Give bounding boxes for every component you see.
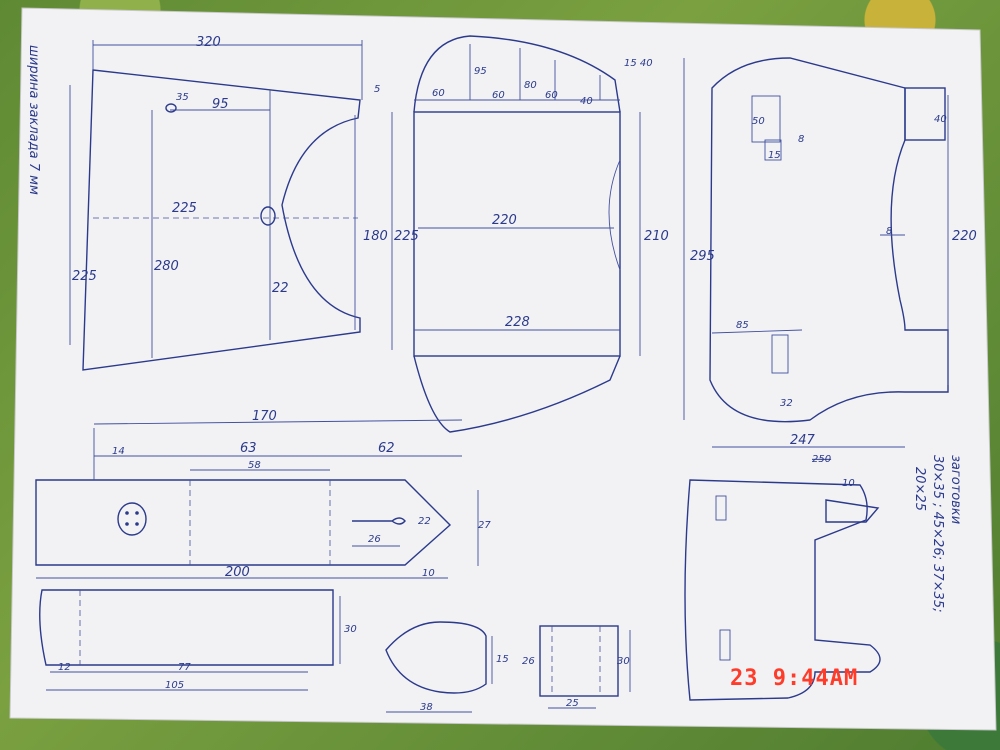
dim-26-b: 26 xyxy=(522,656,535,667)
dim-62: 62 xyxy=(378,441,395,456)
dim-170: 170 xyxy=(252,409,277,424)
pattern-piece-2: 60 95 60 80 60 40 15 40 220 228 210 225 xyxy=(391,35,669,433)
dim-60-c: 60 xyxy=(545,90,558,101)
dim-95: 95 xyxy=(212,97,229,112)
dim-40-b: 40 xyxy=(934,114,947,125)
dim-15-40: 15 40 xyxy=(624,58,653,69)
dim-200: 200 xyxy=(225,565,250,580)
dim-5: 5 xyxy=(374,84,380,95)
blanks-sizes: 30×35 ; 45×26; 37×35; xyxy=(930,455,945,612)
pattern-piece-3: 295 50 8 15 40 8 220 85 32 247 250 xyxy=(683,57,977,465)
dim-8-a: 8 xyxy=(798,134,804,145)
dim-22-b: 22 xyxy=(418,516,431,527)
dim-30-a: 30 xyxy=(344,624,357,635)
blanks-notes: заготовки 30×35 ; 45×26; 37×35; 20×25 xyxy=(912,455,963,612)
dim-30-b: 30 xyxy=(617,656,630,667)
dim-15: 15 xyxy=(768,150,781,161)
dim-60-b: 60 xyxy=(492,90,505,101)
dim-80: 80 xyxy=(524,80,537,91)
dim-22: 22 xyxy=(272,281,289,296)
dim-180: 180 xyxy=(363,229,388,244)
note-seam-allowance: ширина заклада 7 мм xyxy=(26,45,41,195)
pattern-piece-4: 170 14 63 62 58 22 26 27 200 10 xyxy=(35,409,491,580)
dim-15-b: 15 xyxy=(496,654,509,665)
dim-14: 14 xyxy=(112,446,125,457)
pattern-piece-6: 38 15 26 30 25 xyxy=(385,621,631,713)
dim-26: 26 xyxy=(368,534,381,545)
dim-77: 77 xyxy=(178,662,191,673)
dim-225: 225 xyxy=(172,201,197,216)
dim-27: 27 xyxy=(478,520,491,531)
dim-12: 12 xyxy=(58,662,71,673)
pattern-piece-1: 320 5 35 95 225 280 22 180 225 ширина за… xyxy=(26,35,388,371)
dim-220-b: 220 xyxy=(952,229,977,244)
dim-225-side: 225 xyxy=(72,269,97,284)
dim-320: 320 xyxy=(196,35,221,50)
dim-225-mid: 225 xyxy=(394,229,419,244)
dim-40: 40 xyxy=(580,96,593,107)
dim-63: 63 xyxy=(240,441,257,456)
pattern-piece-7: 10 xyxy=(684,478,881,701)
blanks-title: заготовки xyxy=(948,455,963,524)
dim-38: 38 xyxy=(420,702,433,713)
dim-210: 210 xyxy=(644,229,669,244)
dim-35: 35 xyxy=(176,92,189,103)
dim-95-b: 95 xyxy=(474,66,487,77)
dim-280: 280 xyxy=(154,259,179,274)
dim-8-b: 8 xyxy=(886,226,892,237)
dim-10-b: 10 xyxy=(842,478,855,489)
dim-10-a: 10 xyxy=(422,568,435,579)
dim-220: 220 xyxy=(492,213,517,228)
dim-60-a: 60 xyxy=(432,88,445,99)
dim-25: 25 xyxy=(566,698,579,709)
dim-32: 32 xyxy=(780,398,793,409)
dim-58: 58 xyxy=(248,460,261,471)
blanks-extra: 20×25 xyxy=(912,467,927,511)
dim-247: 247 xyxy=(790,433,816,448)
dim-105: 105 xyxy=(165,680,184,691)
photo-timestamp: 23 9:44AM xyxy=(730,666,859,691)
dim-85: 85 xyxy=(736,320,749,331)
dim-50: 50 xyxy=(752,116,765,127)
pattern-piece-5: 30 12 77 105 xyxy=(39,589,357,691)
dim-250-crossed: 250 xyxy=(812,454,831,465)
dim-228: 228 xyxy=(505,315,530,330)
dim-295: 295 xyxy=(690,249,715,264)
paper-sheet xyxy=(9,7,997,731)
